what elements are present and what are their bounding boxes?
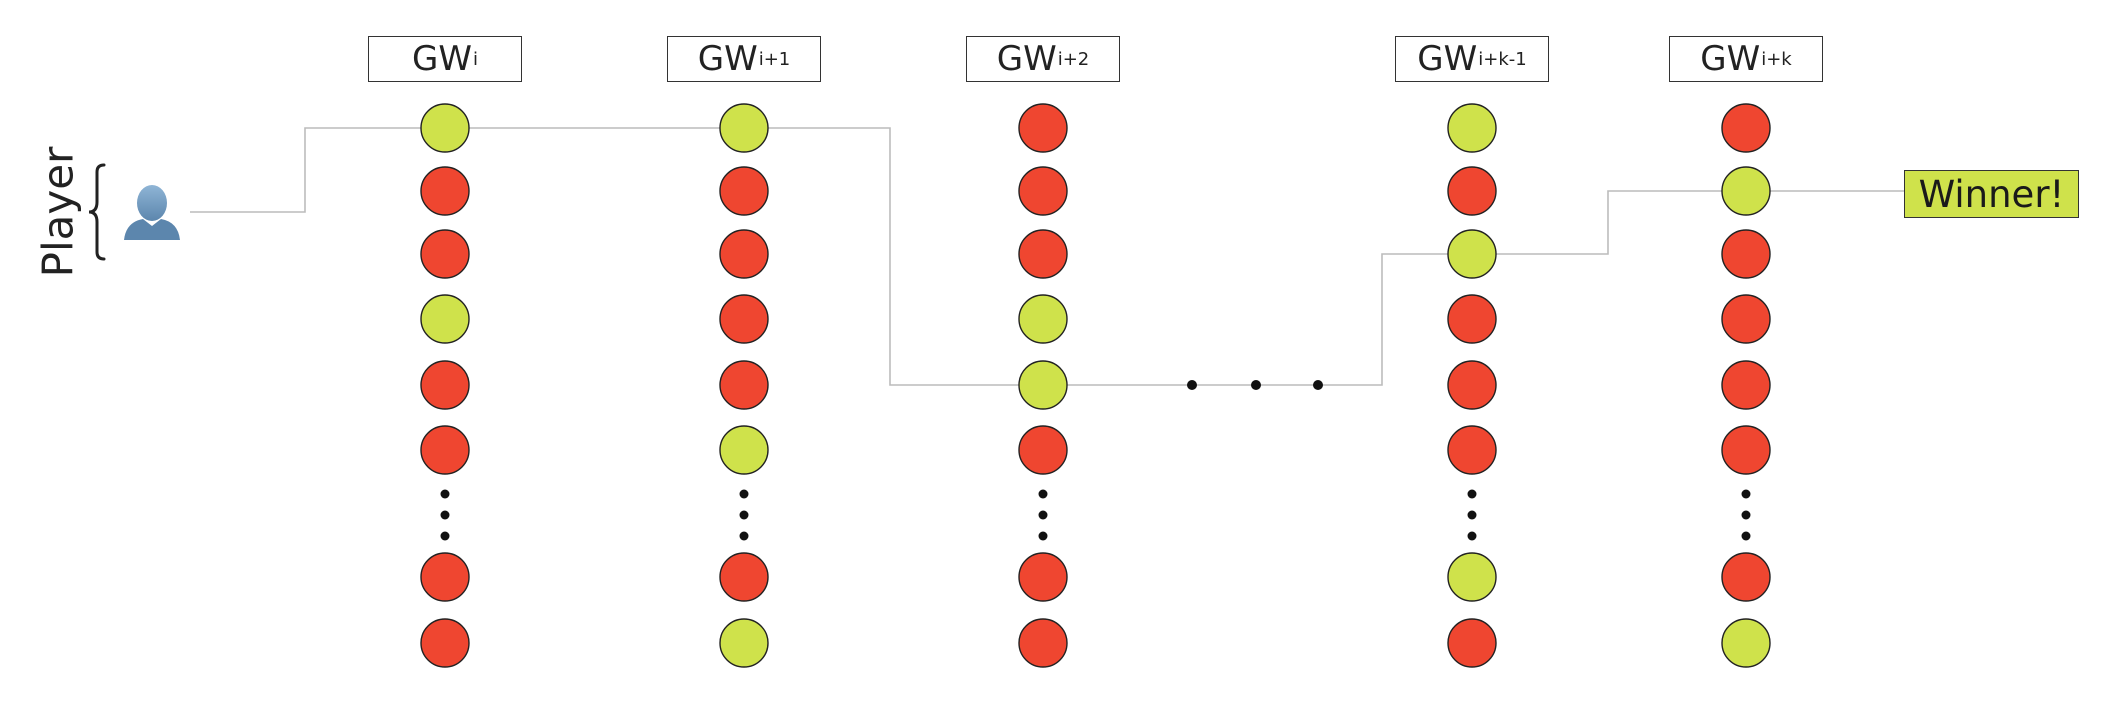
winning-player-node: [1447, 229, 1497, 279]
gameweek-header-subscript: i: [472, 48, 478, 70]
losing-player-node: [719, 166, 769, 216]
losing-player-node: [719, 294, 769, 344]
losing-player-node: [1018, 425, 1068, 475]
ellipsis-dot: [1741, 531, 1751, 541]
winning-player-node: [719, 618, 769, 668]
gap-ellipsis-dot: [1187, 380, 1197, 390]
winning-player-node: [719, 425, 769, 475]
avatar-head: [137, 185, 167, 221]
player-label: Player: [33, 146, 83, 278]
gameweek-header-subscript: i+1: [758, 48, 791, 70]
ellipsis-dot: [1741, 510, 1751, 520]
losing-player-node: [1018, 229, 1068, 279]
gameweek-header-subscript: i+2: [1057, 48, 1090, 70]
ellipsis-dot: [1038, 531, 1048, 541]
gameweek-header-base: GW: [1417, 39, 1478, 79]
losing-player-node: [420, 618, 470, 668]
ellipsis-dot: [739, 489, 749, 499]
losing-player-node: [1018, 618, 1068, 668]
losing-player-node: [719, 229, 769, 279]
gap-ellipsis-dot: [1313, 380, 1323, 390]
losing-player-node: [1721, 425, 1771, 475]
user-avatar-icon: [124, 185, 180, 240]
gameweek-column: [420, 103, 470, 668]
losing-player-node: [1447, 618, 1497, 668]
ellipsis-dot: [739, 510, 749, 520]
gameweek-header-base: GW: [1700, 39, 1761, 79]
gameweek-header-base: GW: [412, 39, 472, 79]
ellipsis-dot: [739, 531, 749, 541]
gameweek-column: [1018, 103, 1068, 668]
ellipsis-dot: [440, 489, 450, 499]
winning-player-node: [1721, 618, 1771, 668]
gameweek-header-subscript: i+k: [1761, 48, 1792, 70]
winning-player-node: [719, 103, 769, 153]
losing-player-node: [719, 360, 769, 410]
ellipsis-dot: [440, 531, 450, 541]
losing-player-node: [1018, 166, 1068, 216]
losing-player-node: [420, 360, 470, 410]
losing-player-node: [420, 166, 470, 216]
gameweek-header-base: GW: [996, 39, 1057, 79]
losing-player-node: [1721, 360, 1771, 410]
winning-player-node: [1018, 360, 1068, 410]
gameweek-header-subscript: i+k-1: [1478, 48, 1527, 70]
winning-player-node: [1447, 103, 1497, 153]
winning-player-node: [1018, 294, 1068, 344]
player-brace: [88, 163, 106, 261]
winning-player-node: [1721, 166, 1771, 216]
ellipsis-dot: [1467, 531, 1477, 541]
winning-player-node: [420, 103, 470, 153]
losing-player-node: [1721, 229, 1771, 279]
winning-player-node: [1447, 552, 1497, 602]
gap-ellipsis: [1187, 380, 1323, 390]
ellipsis-dot: [1038, 489, 1048, 499]
gameweek-column: [719, 103, 769, 668]
gameweek-columns: [420, 103, 1771, 668]
losing-player-node: [719, 552, 769, 602]
avatar-body: [124, 219, 180, 240]
losing-player-node: [420, 229, 470, 279]
winner-label: Winner!: [1904, 170, 2079, 218]
gameweek-column: [1447, 103, 1497, 668]
losing-player-node: [1721, 294, 1771, 344]
losing-player-node: [1721, 103, 1771, 153]
winning-player-node: [420, 294, 470, 344]
losing-player-node: [1447, 360, 1497, 410]
gameweek-column: [1721, 103, 1771, 668]
losing-player-node: [1447, 166, 1497, 216]
ellipsis-dot: [1038, 510, 1048, 520]
losing-player-node: [1018, 552, 1068, 602]
gameweek-header-base: GW: [697, 39, 758, 79]
losing-player-node: [1721, 552, 1771, 602]
ellipsis-dot: [1467, 489, 1477, 499]
losing-player-node: [1447, 425, 1497, 475]
losing-player-node: [420, 552, 470, 602]
ellipsis-dot: [1467, 510, 1477, 520]
losing-player-node: [1447, 294, 1497, 344]
gap-ellipsis-dot: [1251, 380, 1261, 390]
losing-player-node: [1018, 103, 1068, 153]
ellipsis-dot: [1741, 489, 1751, 499]
losing-player-node: [420, 425, 470, 475]
ellipsis-dot: [440, 510, 450, 520]
